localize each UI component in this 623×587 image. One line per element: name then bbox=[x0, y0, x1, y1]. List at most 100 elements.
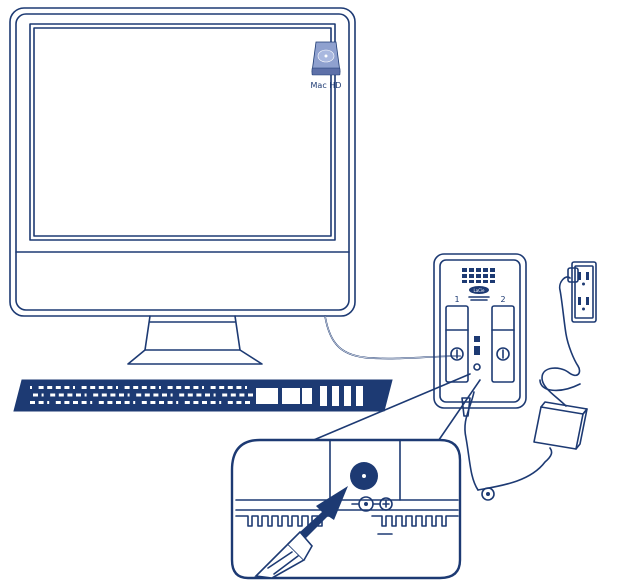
keyboard-key bbox=[98, 401, 104, 404]
keyboard-key bbox=[159, 386, 161, 389]
wall-outlet bbox=[571, 261, 597, 323]
keyboard-key bbox=[90, 386, 96, 389]
keyboard-key bbox=[193, 386, 199, 389]
keyboard-key bbox=[236, 386, 242, 389]
keyboard-key bbox=[184, 386, 190, 389]
keyboard-key bbox=[167, 401, 173, 404]
ac-cord bbox=[541, 276, 581, 407]
keyboard-key bbox=[184, 401, 190, 404]
keyboard-key bbox=[202, 386, 204, 389]
bay-2-handle-icon bbox=[496, 347, 510, 361]
drive-label: Mac HD bbox=[311, 81, 342, 90]
keyboard-key bbox=[76, 393, 81, 397]
keyboard-key bbox=[30, 386, 32, 389]
keyboard-key bbox=[227, 401, 233, 404]
power-plug-connector bbox=[254, 530, 313, 579]
keyboard-key bbox=[58, 393, 64, 397]
keyboard-key bbox=[30, 401, 35, 404]
keyboard-key bbox=[187, 393, 193, 397]
keyboard-key bbox=[124, 386, 130, 389]
monitor-screen bbox=[29, 23, 336, 241]
keyboard-key bbox=[144, 393, 150, 397]
keyboard-key bbox=[248, 393, 253, 397]
callout-line-right bbox=[431, 379, 481, 451]
keyboard-key bbox=[136, 393, 142, 397]
keyboard-key bbox=[47, 401, 50, 404]
keyboard-key bbox=[124, 401, 130, 404]
keyboard-key bbox=[107, 386, 113, 389]
keyboard-key bbox=[127, 393, 130, 397]
keyboard-key bbox=[210, 401, 216, 404]
keyboard-key bbox=[219, 401, 222, 404]
bay-label-2: 2 bbox=[500, 295, 505, 304]
keyboard-key bbox=[141, 386, 147, 389]
keyboard-key bbox=[133, 386, 139, 389]
keyboard-key bbox=[116, 401, 121, 404]
keyboard-key bbox=[176, 401, 179, 404]
power-connector-icon bbox=[481, 487, 495, 501]
keyboard-key bbox=[222, 393, 228, 397]
keyboard-key bbox=[64, 386, 70, 389]
drive-bay-1 bbox=[445, 305, 469, 383]
keyboard-key bbox=[170, 393, 173, 397]
keyboard-key bbox=[55, 386, 61, 389]
keyboard-key bbox=[153, 393, 159, 397]
keyboard-key bbox=[84, 393, 87, 397]
keyboard-key bbox=[205, 393, 210, 397]
bay-label-1: 1 bbox=[454, 295, 459, 304]
keyboard-key bbox=[50, 393, 56, 397]
polarity-symbol-icon bbox=[351, 496, 393, 512]
keyboard-key bbox=[33, 393, 38, 397]
keyboard-key bbox=[93, 393, 99, 397]
keyboard-key bbox=[73, 386, 75, 389]
keyboard-key bbox=[67, 393, 73, 397]
keyboard-key bbox=[150, 386, 156, 389]
keyboard-key bbox=[81, 386, 87, 389]
keyboard-key bbox=[167, 386, 173, 389]
keyboard-key bbox=[213, 393, 216, 397]
keyboard-key bbox=[179, 393, 185, 397]
keyboard-key bbox=[239, 393, 245, 397]
keyboard-key bbox=[55, 401, 61, 404]
keyboard-key bbox=[47, 386, 53, 389]
zoom-detail bbox=[230, 438, 462, 580]
bay-1-handle-icon bbox=[450, 347, 464, 361]
keyboard-key bbox=[227, 386, 233, 389]
keyboard-key bbox=[98, 386, 104, 389]
monitor bbox=[9, 7, 356, 317]
keyboard-key bbox=[219, 386, 225, 389]
power-cable bbox=[461, 391, 553, 491]
keyboard-key bbox=[210, 386, 216, 389]
keyboard-key bbox=[162, 393, 167, 397]
device-vent bbox=[462, 268, 495, 283]
lacie-logo bbox=[469, 286, 489, 294]
keyboard-key bbox=[133, 401, 136, 404]
keyboard-key bbox=[193, 401, 199, 404]
keyboard-key bbox=[90, 401, 93, 404]
keyboard-key bbox=[41, 393, 44, 397]
drive-bay-2 bbox=[491, 305, 515, 383]
keyboard-key bbox=[150, 401, 156, 404]
monitor-stand bbox=[127, 315, 263, 365]
keyboard-key bbox=[64, 401, 70, 404]
keyboard-key bbox=[236, 401, 242, 404]
keyboard-key bbox=[245, 401, 250, 404]
keyboard-key bbox=[245, 386, 247, 389]
keyboard-key bbox=[38, 386, 44, 389]
keyboard-key bbox=[176, 386, 182, 389]
keyboard-key bbox=[141, 401, 147, 404]
keyboard bbox=[13, 379, 393, 412]
keyboard-key bbox=[110, 393, 116, 397]
keyboard-key bbox=[119, 393, 124, 397]
keyboard-key bbox=[230, 393, 236, 397]
keyboard-key bbox=[159, 401, 164, 404]
lacie-device: LaCie 1 2 bbox=[433, 253, 527, 409]
keyboard-key bbox=[116, 386, 118, 389]
mac-hd-drive-icon[interactable]: Mac HD bbox=[311, 41, 342, 90]
keyboard-key bbox=[196, 393, 202, 397]
keyboard-key bbox=[81, 401, 87, 404]
keyboard-key bbox=[107, 401, 113, 404]
callout-line-left bbox=[289, 373, 471, 451]
keyboard-key bbox=[38, 401, 44, 404]
